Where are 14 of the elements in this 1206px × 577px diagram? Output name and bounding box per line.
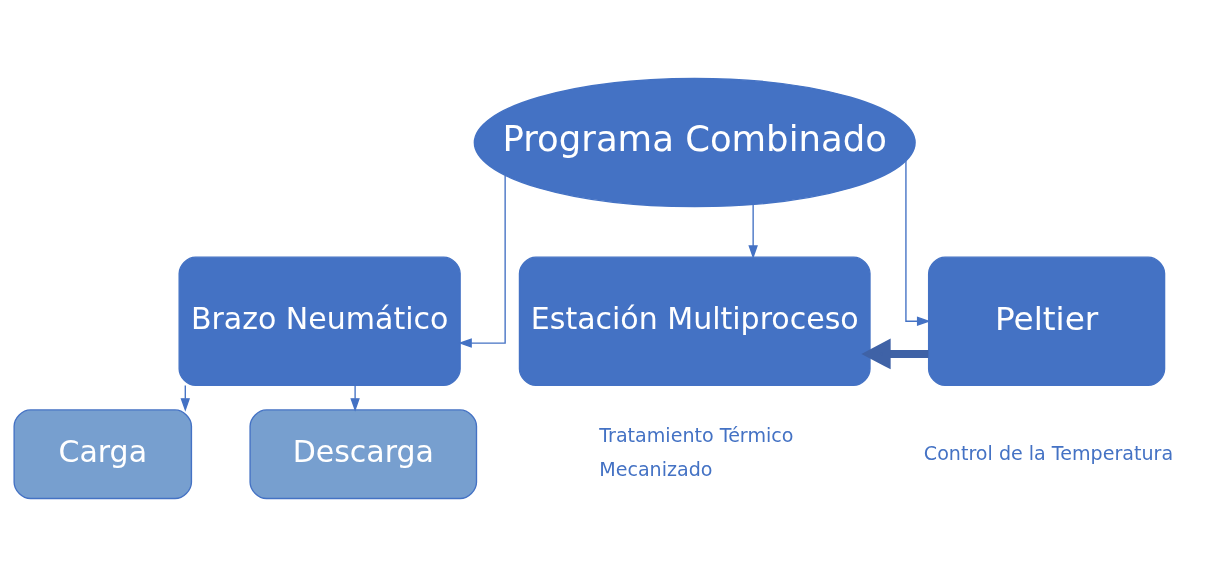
- node-box: Descarga: [249, 409, 478, 500]
- arrow: [861, 338, 929, 370]
- arrow: [905, 160, 931, 326]
- node-label: Control de la Temperatura: [923, 441, 1174, 465]
- node-label: Tratamiento Térmico: [599, 424, 794, 448]
- node-box: Estación Multiproceso: [518, 256, 871, 386]
- arrow: [458, 175, 506, 348]
- node-label: Mecanizado: [599, 458, 713, 482]
- node-box: Carga: [13, 409, 193, 500]
- node-box: Brazo Neumático: [178, 256, 461, 386]
- node-box: Peltier: [927, 256, 1166, 386]
- arrow: [350, 384, 360, 412]
- arrow: [748, 203, 758, 259]
- node-ellipse: Programa Combinado: [473, 77, 916, 208]
